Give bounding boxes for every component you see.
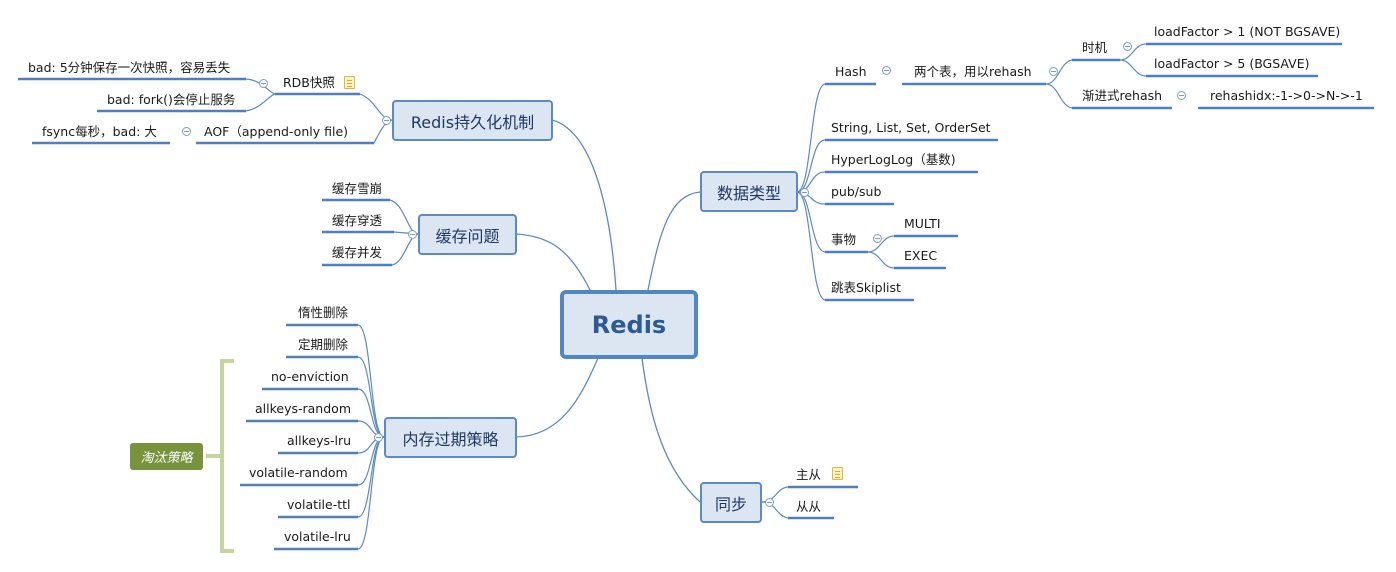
collapse-sync-icon[interactable]: [765, 498, 774, 507]
collapse-cache-icon[interactable]: [408, 230, 417, 239]
memory-item-lazy-delete[interactable]: 惰性删除: [298, 305, 349, 320]
topic-datatypes-label: 数据类型: [716, 183, 781, 203]
topic-cache-label: 缓存问题: [435, 226, 500, 246]
topic-cache[interactable]: 缓存问题: [418, 214, 517, 255]
collapse-progressive-icon[interactable]: [1177, 91, 1186, 100]
memory-item-volatile-lru[interactable]: volatile-lru: [284, 529, 351, 544]
collapse-transaction-icon[interactable]: [873, 234, 882, 243]
cache-item-avalanche[interactable]: 缓存雪崩: [332, 181, 383, 196]
summary-bracket: [206, 359, 234, 553]
memory-item-periodic-delete[interactable]: 定期删除: [298, 337, 349, 352]
datatype-transaction[interactable]: 事物: [831, 232, 857, 247]
memory-item-volatile-ttl[interactable]: volatile-ttl: [287, 497, 351, 512]
collapse-datatypes-icon[interactable]: [800, 188, 809, 197]
collapse-persistence-icon[interactable]: [382, 116, 391, 125]
datatype-string-list[interactable]: String, List, Set, OrderSet: [831, 120, 991, 135]
datatype-hyperloglog[interactable]: HyperLogLog（基数): [831, 152, 956, 167]
topic-datatypes[interactable]: 数据类型: [700, 171, 798, 212]
summary-eviction-policy-label: 淘汰策略: [140, 451, 193, 466]
collapse-two-tables-icon[interactable]: [1049, 67, 1058, 76]
memory-item-allkeys-random[interactable]: allkeys-random: [255, 401, 351, 416]
rehash-timing[interactable]: 时机: [1082, 40, 1108, 55]
cache-item-penetration[interactable]: 缓存穿透: [332, 213, 383, 228]
central-topic-redis[interactable]: Redis: [560, 290, 698, 359]
rehash-progressive[interactable]: 渐进式rehash: [1082, 88, 1163, 103]
collapse-memory-icon[interactable]: [374, 433, 383, 442]
memory-item-allkeys-lru[interactable]: allkeys-lru: [287, 433, 352, 448]
topic-sync[interactable]: 同步: [700, 482, 762, 523]
transaction-exec[interactable]: EXEC: [904, 248, 938, 263]
collapse-rdb-icon[interactable]: [259, 79, 268, 88]
rehash-loadfactor-5[interactable]: loadFactor > 5 (BGSAVE): [1154, 56, 1310, 71]
transaction-multi[interactable]: MULTI: [904, 216, 941, 231]
collapse-timing-icon[interactable]: [1123, 42, 1132, 51]
sync-master-slave[interactable]: 主从: [796, 467, 822, 482]
topic-persistence-label: Redis持久化机制: [410, 112, 535, 132]
topic-memory-label: 内存过期策略: [402, 429, 499, 449]
topic-persistence[interactable]: Redis持久化机制: [392, 100, 553, 141]
datatype-hash[interactable]: Hash: [835, 64, 867, 79]
datatype-pubsub[interactable]: pub/sub: [831, 184, 882, 199]
datatype-skiplist[interactable]: 跳表Skiplist: [831, 280, 901, 295]
rehash-idx[interactable]: rehashidx:-1->0->N->-1: [1210, 88, 1363, 103]
sync-note-icon[interactable]: [832, 467, 843, 480]
collapse-hash-icon[interactable]: [882, 66, 891, 75]
topic-sync-label: 同步: [714, 494, 747, 514]
hash-two-tables[interactable]: 两个表，用以rehash: [914, 64, 1032, 79]
rdb-label[interactable]: RDB快照: [283, 75, 335, 90]
sync-slave-slave[interactable]: 从从: [796, 499, 822, 514]
aof-label[interactable]: AOF（append-only file): [204, 124, 349, 139]
memory-item-volatile-random[interactable]: volatile-random: [249, 465, 348, 480]
rdb-bad-2-label[interactable]: bad: fork()会停止服务: [107, 92, 236, 107]
aof-detail-label[interactable]: fsync每秒，bad: 大: [42, 124, 157, 139]
summary-eviction-policy[interactable]: 淘汰策略: [130, 443, 203, 470]
collapse-aof-icon[interactable]: [182, 127, 191, 136]
cache-item-concurrency[interactable]: 缓存并发: [332, 245, 383, 260]
rdb-bad-1-label[interactable]: bad: 5分钟保存一次快照，容易丢失: [28, 60, 231, 75]
rehash-loadfactor-1[interactable]: loadFactor > 1 (NOT BGSAVE): [1154, 24, 1341, 39]
memory-item-no-eviction[interactable]: no-enviction: [271, 369, 349, 384]
rdb-note-icon[interactable]: [344, 76, 355, 89]
central-topic-label: Redis: [591, 310, 667, 339]
topic-memory[interactable]: 内存过期策略: [384, 417, 517, 458]
